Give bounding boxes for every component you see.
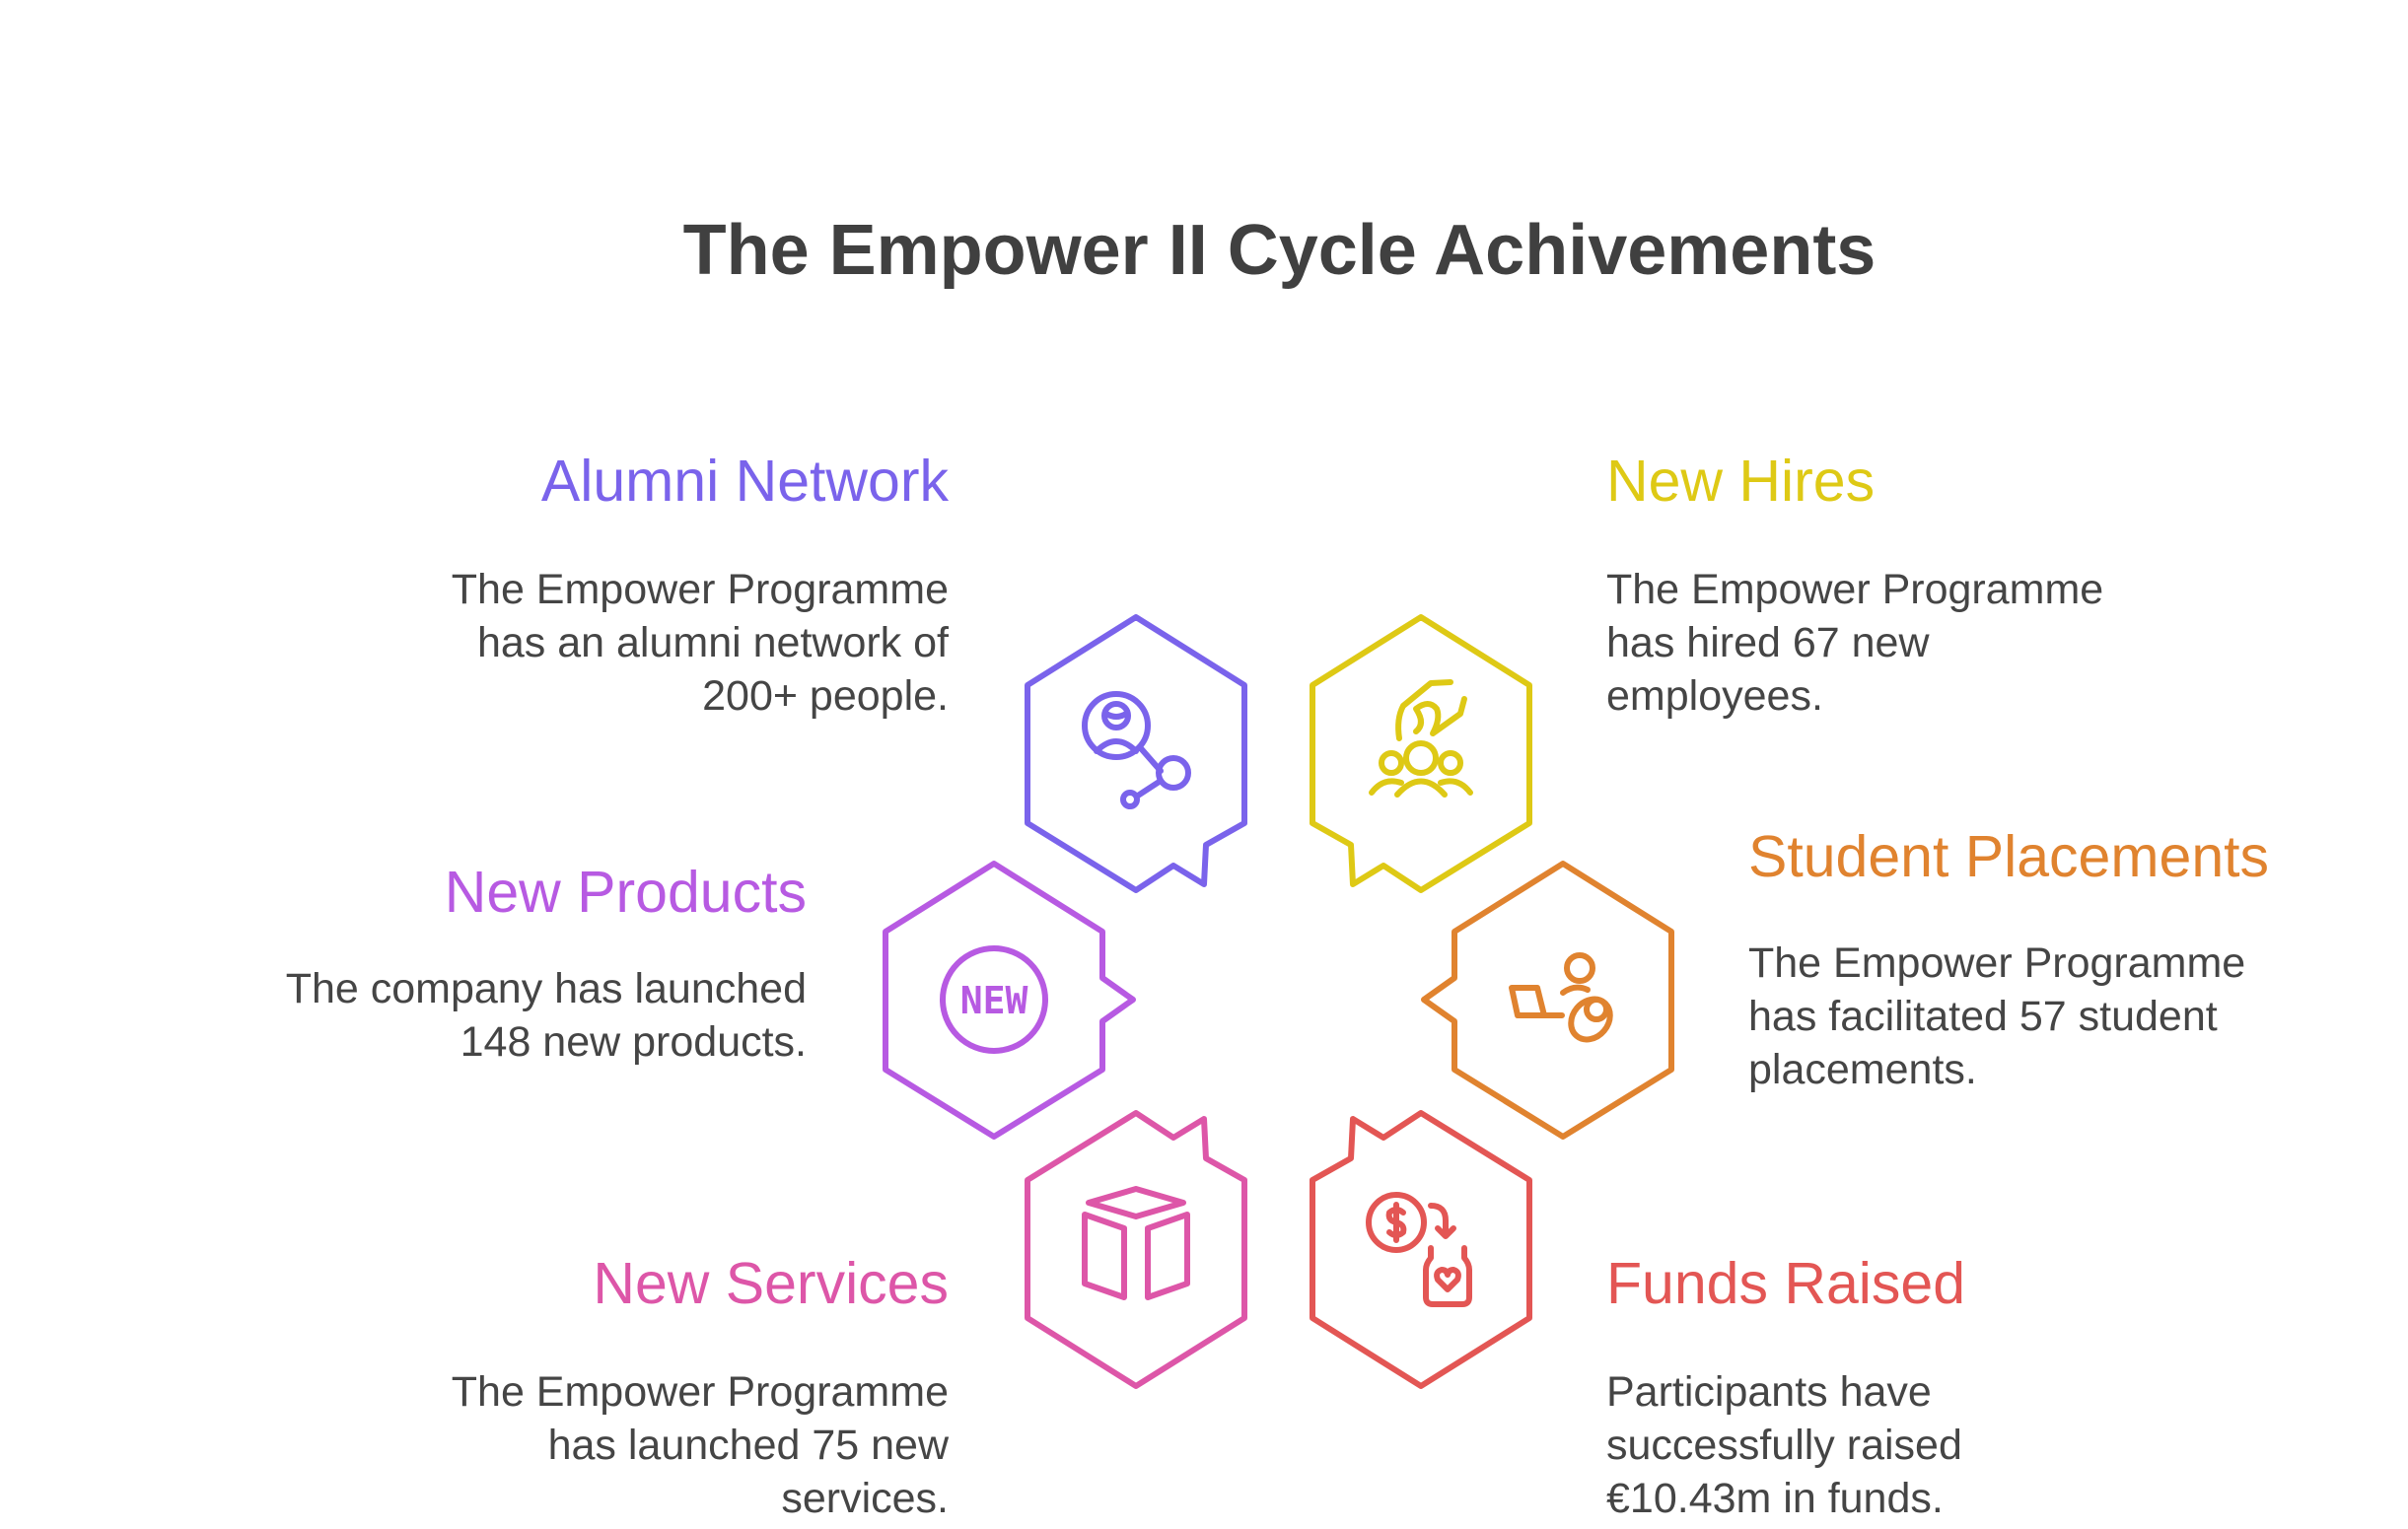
- description-funds-raised: Participants have successfully raised €1…: [1606, 1365, 2297, 1525]
- hexagon-alumni: [1025, 614, 1247, 893]
- heading-funds-raised: Funds Raised: [1606, 1251, 1966, 1316]
- description-new-products: The company has launched 148 new product…: [116, 962, 807, 1069]
- page-title: The Empower II Cycle Achivements: [682, 211, 1877, 290]
- hexagon-new-hires: [1310, 614, 1532, 893]
- heading-alumni-network: Alumni Network: [540, 449, 949, 514]
- donation-jar-icon: [1366, 1192, 1472, 1307]
- description-line: Participants have: [1606, 1368, 1932, 1416]
- new-badge-text: NEW: [960, 979, 1028, 1022]
- description-alumni-network: The Empower Programme has an alumni netw…: [258, 563, 949, 723]
- description-line: 148 new products.: [460, 1018, 807, 1066]
- new-badge-icon: NEW: [940, 945, 1048, 1054]
- description-new-services: The Empower Programme has launched 75 ne…: [258, 1365, 949, 1525]
- open-box-icon: [1082, 1186, 1190, 1300]
- description-line: placements.: [1748, 1046, 1977, 1093]
- description-line: has an alumni network of: [476, 619, 949, 666]
- heading-new-services: New Services: [593, 1251, 949, 1316]
- description-line: services.: [781, 1475, 949, 1522]
- heading-student-placements: Student Placements: [1748, 824, 2270, 889]
- description-line: successfully raised: [1606, 1422, 1962, 1469]
- description-new-hires: The Empower Programme has hired 67 new e…: [1606, 563, 2297, 723]
- description-line: employees.: [1606, 672, 1823, 720]
- hexagon-student-placements: [1421, 861, 1674, 1140]
- description-student-placements: The Empower Programme has facilitated 57…: [1748, 937, 2408, 1096]
- hiring-hand-group-icon: [1369, 679, 1473, 798]
- student-laptop-icon: [1509, 952, 1613, 1043]
- description-line: The Empower Programme: [1748, 939, 2246, 987]
- description-line: has hired 67 new: [1606, 619, 1930, 666]
- item-new-products: New Products The company has launched 14…: [116, 858, 807, 1066]
- hexagon-new-products: NEW: [883, 861, 1136, 1140]
- heading-new-hires: New Hires: [1606, 449, 1876, 514]
- network-person-icon: [1082, 691, 1191, 809]
- description-line: The Empower Programme: [451, 1368, 949, 1416]
- description-line: has launched 75 new: [547, 1422, 949, 1469]
- item-new-hires: New Hires The Empower Programme has hire…: [1606, 447, 2297, 720]
- hexagon-new-services: [1025, 1110, 1247, 1389]
- hexagon-funds-raised: [1310, 1110, 1532, 1389]
- description-line: 200+ people.: [702, 672, 949, 720]
- description-line: The Empower Programme: [451, 566, 949, 613]
- item-alumni-network: Alumni Network The Empower Programme has…: [258, 447, 949, 720]
- description-line: €10.43m in funds.: [1606, 1475, 1944, 1522]
- description-line: The company has launched: [285, 965, 807, 1012]
- item-new-services: New Services The Empower Programme has l…: [258, 1249, 949, 1522]
- description-line: has facilitated 57 student: [1748, 993, 2218, 1040]
- item-funds-raised: Funds Raised Participants have successfu…: [1606, 1249, 2297, 1522]
- heading-new-products: New Products: [444, 860, 807, 925]
- description-line: The Empower Programme: [1606, 566, 2104, 613]
- item-student-placements: Student Placements The Empower Programme…: [1748, 822, 2408, 1093]
